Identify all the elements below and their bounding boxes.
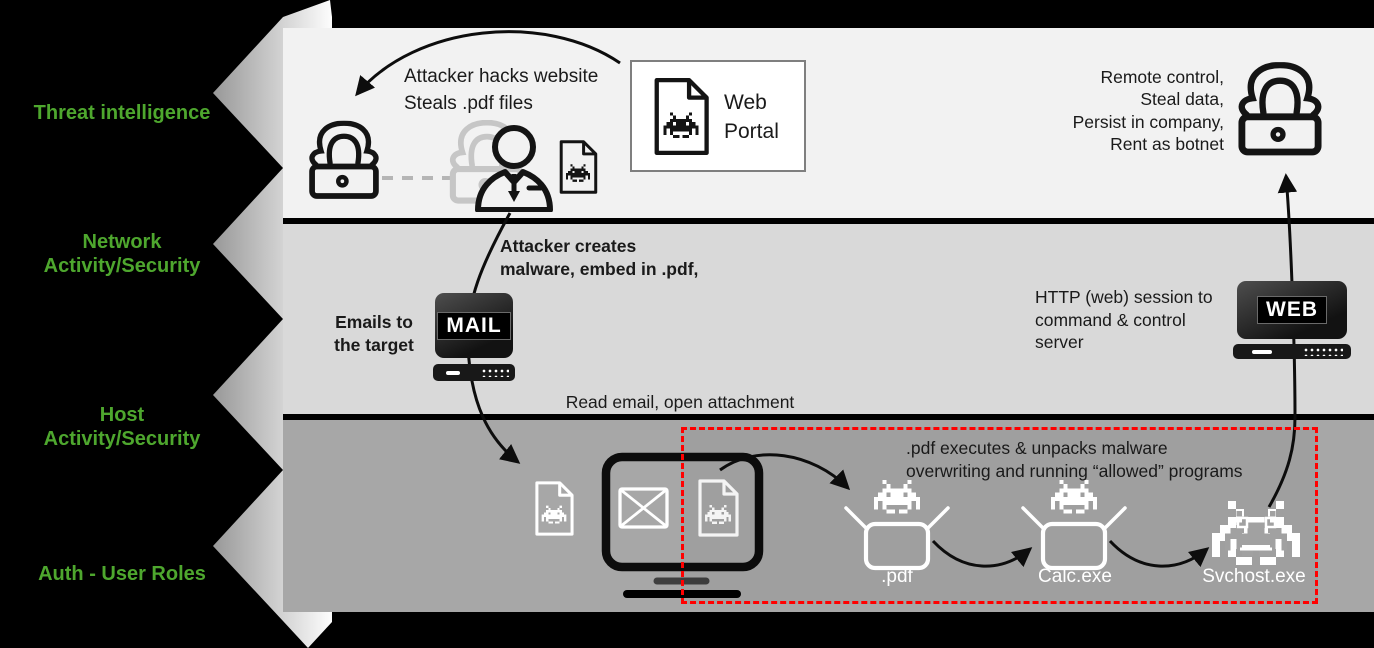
lane-label-line: Activity/Security	[43, 254, 201, 277]
red-dashed-threat-zone	[681, 427, 1318, 604]
lane-label-host: Host Activity/Security	[0, 404, 244, 451]
process-label-pdf: .pdf	[881, 566, 913, 587]
create-malware-note: Attacker creates malware, embed in .pdf,	[500, 236, 699, 279]
c2-attacker-icon	[308, 118, 380, 202]
band-divider-2	[283, 414, 1374, 420]
process-label-calc: Calc.exe	[1038, 566, 1112, 587]
emails-note: Emails to the target	[334, 312, 414, 355]
lane-label-auth: Auth - User Roles	[0, 563, 244, 587]
web-server-icon: WEB	[1233, 281, 1351, 359]
lane-label-line: Auth - User Roles	[38, 563, 206, 585]
read-email-note: Read email, open attachment	[565, 392, 795, 412]
lane-label-network: Network Activity/Security	[0, 231, 244, 278]
process-label-svchost: Svchost.exe	[1202, 566, 1306, 587]
mail-server-icon: MAIL	[433, 293, 515, 381]
attack-note-line: Attacker hacks website	[404, 66, 599, 87]
web-server-label: WEB	[1257, 295, 1327, 324]
band-divider-1	[283, 218, 1374, 224]
attack-note-line: Steals .pdf files	[404, 93, 533, 114]
c2-session-note: HTTP (web) session to command & control …	[1035, 287, 1213, 352]
web-portal-doc-icon	[650, 75, 712, 158]
band-host-activity	[283, 420, 1374, 612]
web-portal-box: Web Portal	[630, 60, 806, 172]
lane-label-line: Activity/Security	[43, 427, 201, 450]
attacker-person-icon	[475, 125, 553, 212]
lane-label-line: Host	[99, 404, 145, 426]
web-portal-label: Web Portal	[724, 91, 779, 143]
lane-label-threat-intelligence: Threat intelligence	[0, 102, 244, 126]
attacker-objectives-note: Remote control, Steal data, Persist in c…	[1072, 67, 1224, 155]
pdf-executes-note: .pdf executes & unpacks malware overwrit…	[906, 438, 1243, 481]
mail-server-label: MAIL	[437, 311, 511, 340]
remote-attacker-icon	[1237, 62, 1323, 156]
attack-note: Attacker hacks website Steals .pdf files	[404, 63, 598, 117]
lane-label-line: Threat intelligence	[33, 102, 211, 124]
lane-label-line: Network	[82, 231, 162, 253]
